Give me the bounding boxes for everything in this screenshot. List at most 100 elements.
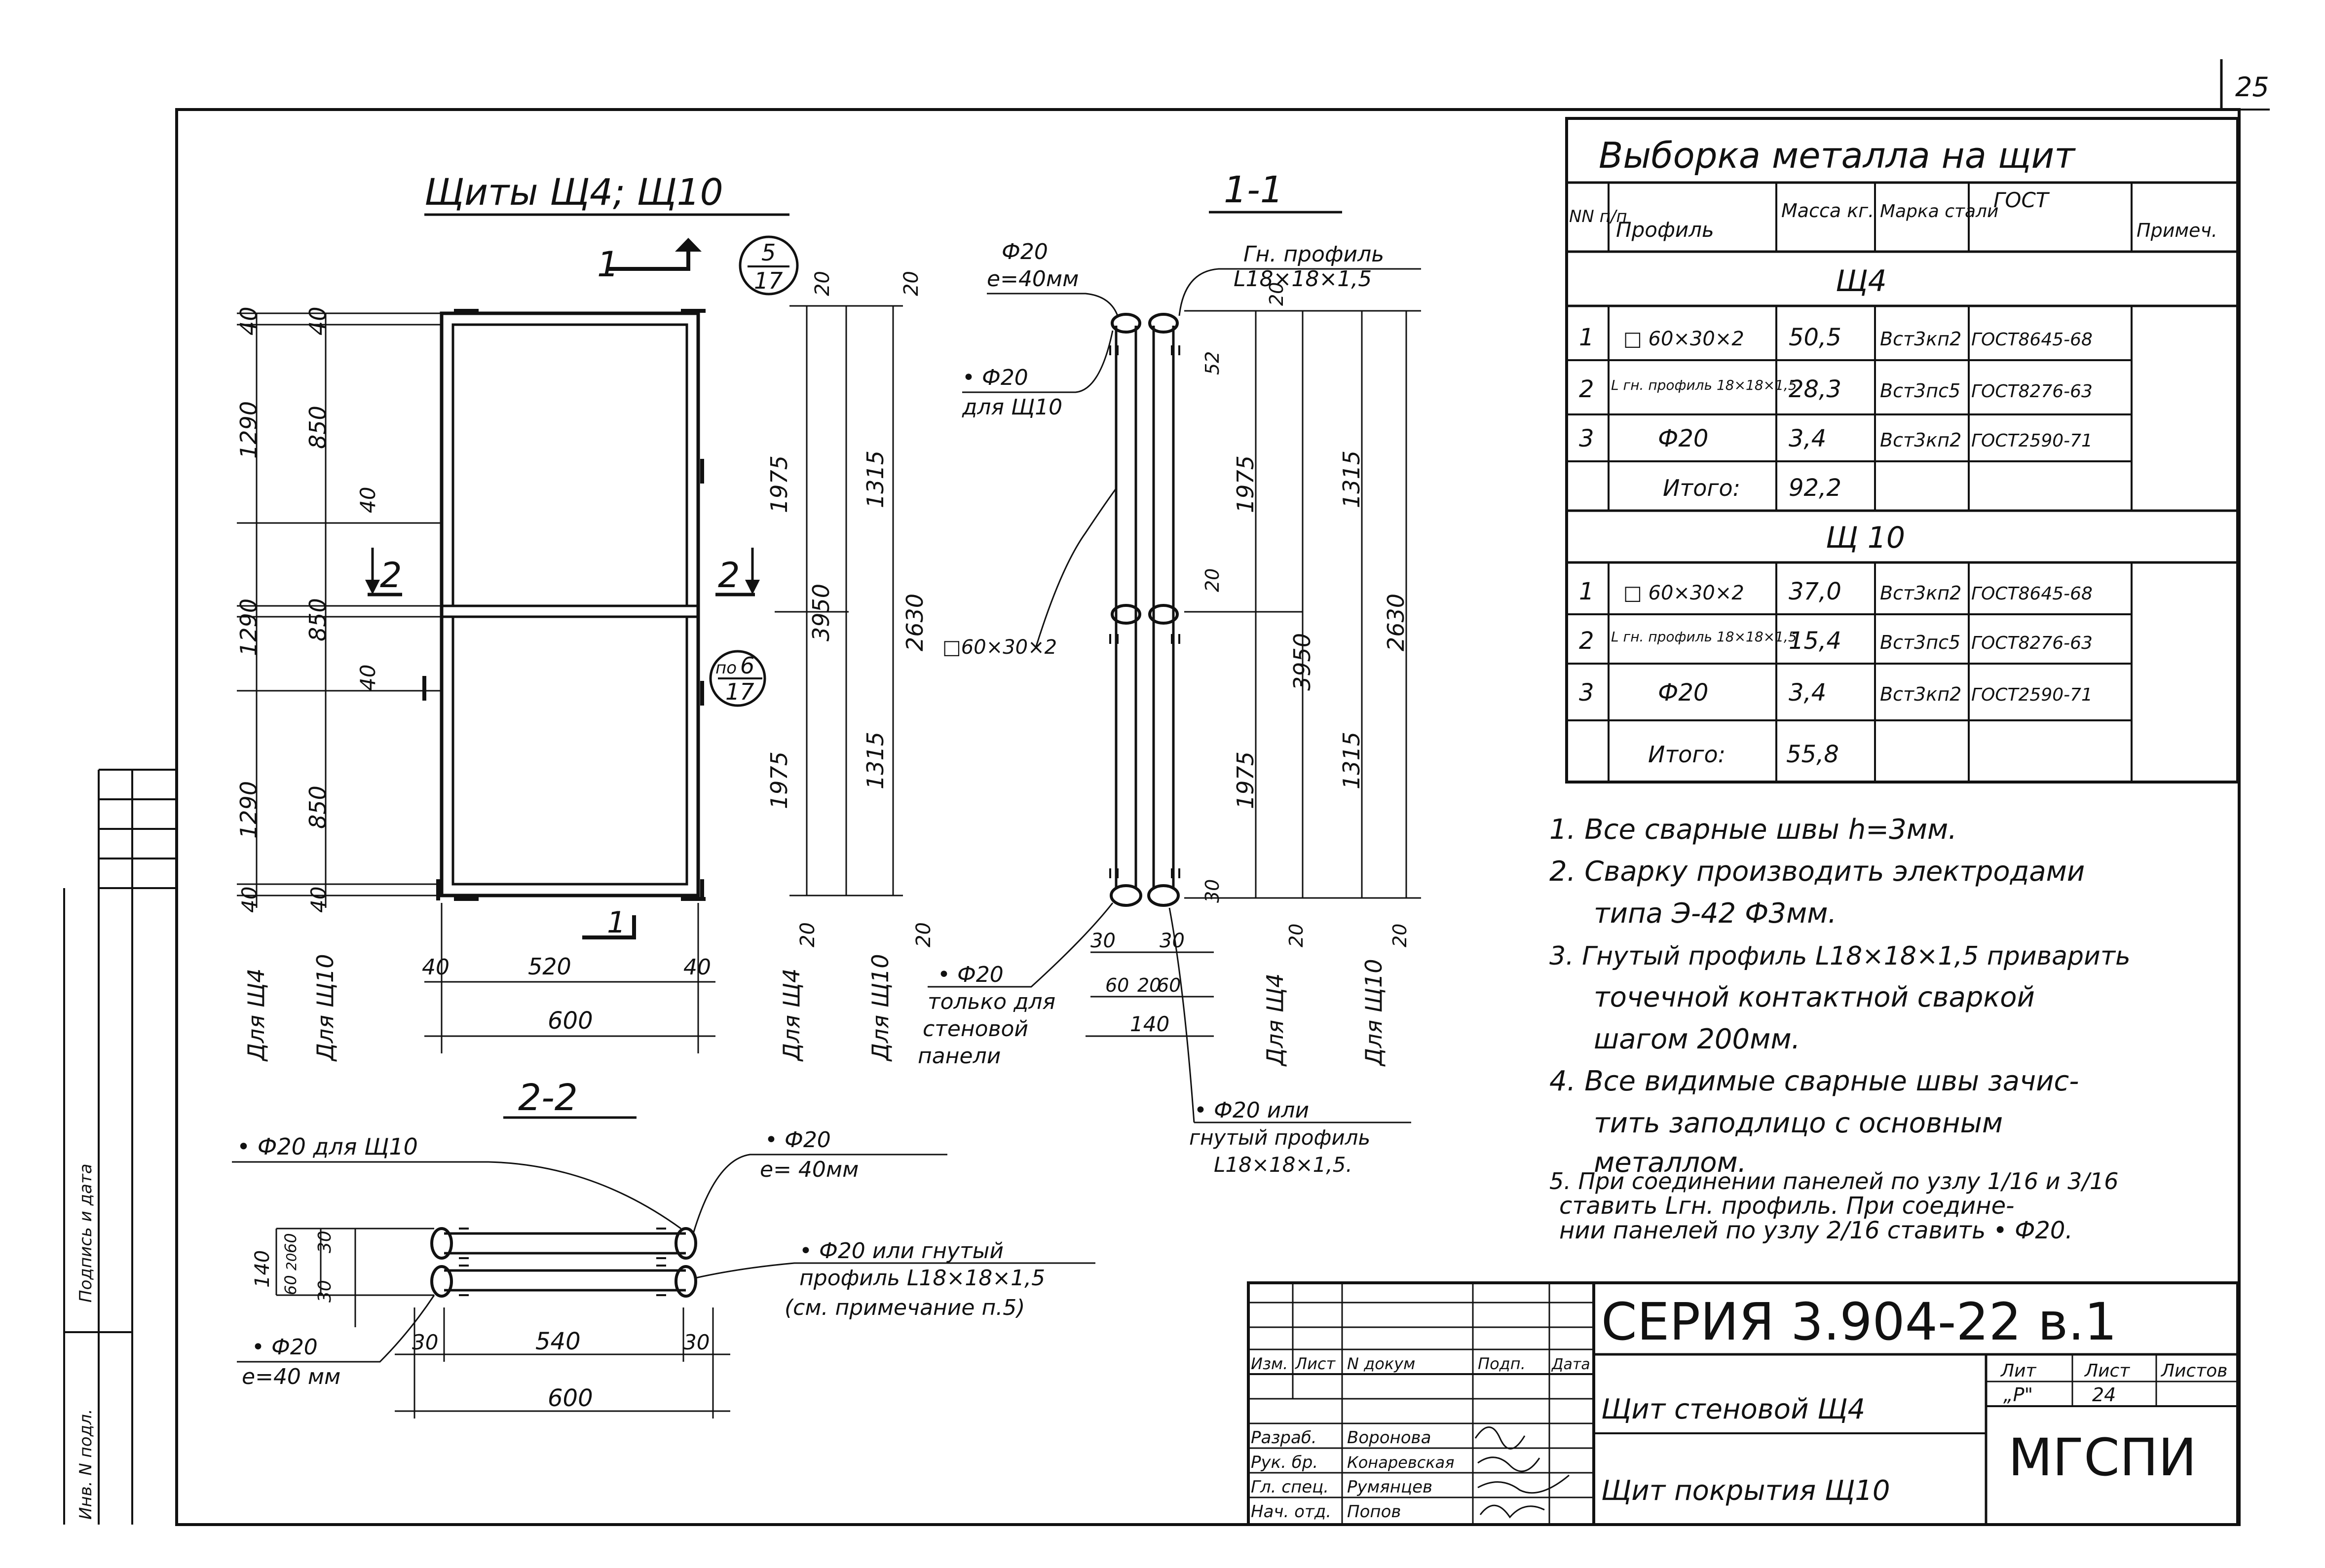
svg-text:(см. примечание п.5): (см. примечание п.5) [785,1295,1025,1320]
svg-text:4. Все видимые сварные швы зач: 4. Все видимые сварные швы зачис- [1549,1065,2079,1097]
svg-text:2630: 2630 [901,594,928,651]
title-block-roles: Разраб. Воронова Рук. бр. Конаревская Гл… [1251,1428,1454,1522]
svg-text:20: 20 [796,922,819,947]
section-1-1-dims: 30 30 60 20 60 140 52 20 30 [1086,351,1223,1037]
group-shch10: Щ 10 [1826,521,1905,555]
svg-text:Ф20: Ф20 [1658,425,1708,452]
section-2-2-members [430,1227,697,1298]
svg-text:точечной контактной сваркой: точечной контактной сваркой [1594,981,2035,1013]
svg-text:40: 40 [683,955,711,980]
svg-text:20: 20 [900,271,923,296]
svg-text:140: 140 [1130,1012,1169,1036]
svg-text:60: 60 [281,1233,300,1253]
svg-text:тить заподлицо с основным: тить заподлицо с основным [1594,1107,2003,1139]
svg-text:Нач. отд.: Нач. отд. [1251,1502,1331,1522]
svg-text:• Ф20 или гнутый: • Ф20 или гнутый [799,1238,1004,1264]
section-2-2: 2-2 • Ф20 для Щ10 • Ф20 е= 40мм • Ф20 ил… [232,1077,1095,1419]
svg-text:Гн. профиль: Гн. профиль [1243,242,1384,267]
svg-text:6: 6 [740,652,754,679]
svg-text:Примеч.: Примеч. [2137,220,2217,241]
svg-text:17: 17 [725,678,754,705]
svg-text:1: 1 [1579,324,1594,351]
svg-text:30: 30 [683,1330,710,1354]
svg-text:Вст3пс5: Вст3пс5 [1880,632,1960,653]
svg-text:24: 24 [2092,1384,2116,1406]
svg-text:1. Все сварные швы h=3мм.: 1. Все сварные швы h=3мм. [1549,814,1957,846]
svg-text:1975: 1975 [1232,455,1259,513]
svg-text:60: 60 [1105,974,1129,996]
svg-text:ставить Lгн. профиль. При соед: ставить Lгн. профиль. При соедине- [1559,1192,2014,1220]
svg-text:□ 60×30×2: □ 60×30×2 [1623,328,1744,350]
svg-text:по: по [715,658,737,678]
svg-text:30: 30 [315,1280,335,1303]
svg-text:92,2: 92,2 [1789,474,1841,502]
title-block: Изм. Лист N докум Подп. Дата Разраб. Вор… [1247,1281,2239,1526]
svg-text:Марка стали: Марка стали [1880,201,1998,222]
svg-text:ГОСТ: ГОСТ [1993,188,2050,212]
svg-text:140: 140 [251,1250,274,1288]
svg-text:3: 3 [1579,425,1594,452]
svg-text:ГОСТ8276-63: ГОСТ8276-63 [1971,633,2093,653]
svg-text:Итого:: Итого: [1648,741,1725,768]
svg-text:„Р": „Р" [2003,1384,2033,1406]
svg-text:20: 20 [1389,924,1411,947]
svg-text:17: 17 [754,267,783,294]
svg-text:Конаревская: Конаревская [1347,1453,1454,1472]
svg-text:40: 40 [237,887,262,913]
svg-text:типа Э-42 Ф3мм.: типа Э-42 Ф3мм. [1594,897,1837,930]
svg-text:52: 52 [1201,351,1223,375]
svg-text:Вст3кп2: Вст3кп2 [1880,328,1961,350]
node-ref-mid: по 6 17 [709,650,766,707]
section-1-1-right-dims: 20 1975 1975 3950 1315 1315 2630 20 20 Д… [1184,282,1421,1067]
svg-text:2: 2 [1579,627,1594,655]
svg-text:ГОСТ8276-63: ГОСТ8276-63 [1971,381,2093,402]
svg-text:1975: 1975 [766,751,792,809]
svg-text:5: 5 [761,239,776,266]
svg-text:гнутый профиль: гнутый профиль [1189,1125,1370,1150]
svg-text:• Ф20 или: • Ф20 или [1194,1098,1309,1123]
svg-text:3950: 3950 [808,584,834,641]
svg-text:Изм.: Изм. [1251,1354,1288,1373]
svg-text:□ 60×30×2: □ 60×30×2 [1623,582,1744,604]
svg-text:1: 1 [607,905,626,940]
svg-text:стеновой: стеновой [923,1016,1028,1042]
svg-text:850: 850 [304,406,331,449]
svg-text:30: 30 [1090,930,1116,952]
svg-text:ГОСТ2590-71: ГОСТ2590-71 [1971,431,2093,451]
svg-text:20: 20 [1266,282,1287,306]
spec-rows-shch4: 1 □ 60×30×2 50,5 Вст3кп2 ГОСТ8645-68 2 L… [1579,324,2093,502]
spec-table: Выборка металла на щит NN п/п Профиль Ма… [1565,117,2239,784]
svg-text:Дата: Дата [1551,1356,1590,1373]
doc-name-2: Щит покрытия Щ10 [1601,1475,1890,1507]
svg-text:60: 60 [1157,974,1181,996]
svg-text:Итого:: Итого: [1663,475,1740,501]
svg-text:1: 1 [1579,578,1594,605]
svg-text:20: 20 [1201,568,1223,592]
svg-text:Вст3кп2: Вст3кп2 [1880,683,1961,705]
svg-text:• Ф20: • Ф20 [252,1335,318,1360]
bottom-dimensions: 40 520 40 600 [422,903,715,1053]
svg-text:только для: только для [928,989,1055,1014]
svg-text:20: 20 [912,922,935,947]
svg-text:Воронова: Воронова [1347,1428,1431,1448]
svg-text:3: 3 [1579,679,1594,707]
svg-text:• Ф20 для Щ10: • Ф20 для Щ10 [237,1133,418,1160]
svg-text:15,4: 15,4 [1789,627,1841,655]
svg-text:NN п/п: NN п/п [1569,207,1627,226]
svg-text:2: 2 [718,555,740,596]
svg-text:Вст3кп2: Вст3кп2 [1880,429,1961,451]
svg-text:30: 30 [315,1231,335,1253]
svg-text:2: 2 [1579,375,1594,403]
svg-text:профиль L18×18×1,5: профиль L18×18×1,5 [799,1266,1045,1291]
cut-mark-1-top: 1 [597,238,702,285]
pipe-label: □60×30×2 [942,636,1057,659]
svg-text:2630: 2630 [1383,594,1409,651]
svg-text:Рук. бр.: Рук. бр. [1251,1453,1318,1472]
svg-text:600: 600 [548,1007,593,1035]
svg-text:850: 850 [304,785,331,829]
label-for-shch4-sec: Для Щ4 [1262,973,1288,1067]
svg-text:металлом.: металлом. [1594,1147,1747,1179]
section-2-2-title: 2-2 [518,1077,578,1119]
svg-text:1315: 1315 [862,450,889,508]
section-1-1-labels: Ф20 е=40мм Гн. профиль L18×18×1,5 • Ф20 … [918,239,1421,1177]
